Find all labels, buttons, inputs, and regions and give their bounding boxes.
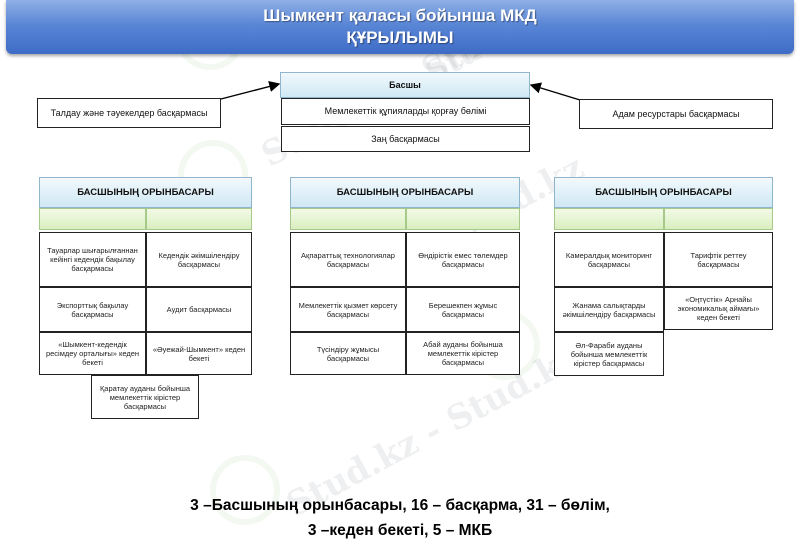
department-cell: Аудит басқармасы xyxy=(146,287,252,332)
deputy-header: БАСШЫНЫҢ ОРЫНБАСАРЫ xyxy=(554,177,773,208)
department-cell: Тауарлар шығарылғаннан кейінгі кедендік … xyxy=(39,232,146,287)
deputy-header: БАСШЫНЫҢ ОРЫНБАСАРЫ xyxy=(39,177,252,208)
deputy-subheader-right xyxy=(406,208,520,230)
head-box: Басшы xyxy=(280,72,530,98)
department-cell: Әл-Фараби ауданы бойынша мемлекеттік кір… xyxy=(554,332,664,376)
department-cell: «Оңтүстік» Арнайы экономикалық аймағы» к… xyxy=(664,287,773,330)
analysis-department-box: Талдау және тәуекелдер басқармасы xyxy=(37,98,221,128)
department-cell: Экспорттық бақылау басқармасы xyxy=(39,287,146,332)
legal-department-box: Заң басқармасы xyxy=(281,126,530,152)
summary-line-1: 3 –Басшының орынбасары, 16 – басқарма, 3… xyxy=(190,497,610,514)
summary-line-2: 3 –кеден бекеті, 5 – МКБ xyxy=(307,522,493,539)
deputy-header: БАСШЫНЫҢ ОРЫНБАСАРЫ xyxy=(290,177,520,208)
deputy-subheader-left xyxy=(554,208,664,230)
department-cell: Өндірістік емес төлемдер басқармасы xyxy=(406,232,520,287)
department-cell: Мемлекеттік қызмет көрсету басқармасы xyxy=(290,287,406,332)
department-cell: «Шымкент-кедендік ресімдеу орталығы» кед… xyxy=(39,332,146,375)
department-cell: Камералдық мониторинг басқармасы xyxy=(554,232,664,287)
page-subtitle: ҚҰРЫЛЫМЫ xyxy=(346,28,454,47)
watermark-logo-icon xyxy=(210,455,280,525)
deputy-subheader-left xyxy=(290,208,406,230)
secrets-department-box: Мемлекеттік құпияларды қорғау бөлімі xyxy=(281,98,530,125)
department-cell: Берешекпен жұмыс басқармасы xyxy=(406,287,520,332)
department-cell: Қаратау ауданы бойынша мемлекеттік кіріс… xyxy=(91,375,199,419)
page-title: Шымкент қаласы бойынша МКД xyxy=(263,6,537,25)
arrow-left xyxy=(220,81,281,100)
department-cell: Жанама салықтарды әкімшілендіру басқарма… xyxy=(554,287,664,332)
department-cell: Абай ауданы бойынша мемлекеттік кірістер… xyxy=(406,332,520,375)
department-cell: Кедендік әкімшілендіру басқармасы xyxy=(146,232,252,287)
deputy-subheader-right xyxy=(664,208,773,230)
deputy-subheader-right xyxy=(146,208,252,230)
department-cell: «Әуежай-Шымкент» кеден бекеті xyxy=(146,332,252,375)
department-cell: Тарифтік реттеу басқармасы xyxy=(664,232,773,287)
title-banner xyxy=(6,0,794,54)
department-cell: Түсіндіру жұмысы басқармасы xyxy=(290,332,406,375)
hr-department-box: Адам ресурстары басқармасы xyxy=(579,99,773,129)
deputy-subheader-left xyxy=(39,208,146,230)
department-cell: Ақпараттық технологиялар басқармасы xyxy=(290,232,406,287)
arrow-right xyxy=(529,82,581,101)
